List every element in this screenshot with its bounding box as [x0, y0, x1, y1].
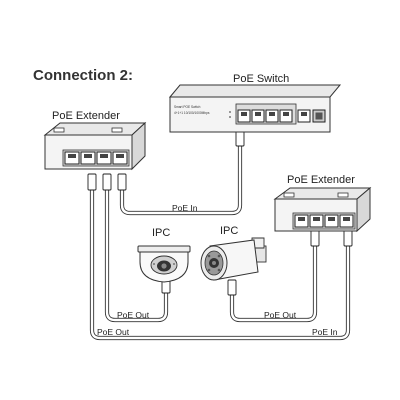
label-poe-switch: PoE Switch: [233, 73, 289, 85]
label-ipc-left: IPC: [152, 227, 170, 239]
poe-switch: Smart POE Switch 4+1+1 10/100/1000Mbps: [168, 84, 342, 133]
cable-poe-out-right: [229, 242, 318, 323]
label-poe-extender-left: PoE Extender: [52, 110, 120, 122]
poe-extender-left: [43, 121, 147, 171]
ipc-dome-camera: [137, 245, 191, 283]
switch-leds: [229, 111, 231, 118]
cable-poe-out-mid: [104, 187, 169, 323]
rj45-plugs: [87, 129, 353, 296]
switch-face-line1: Smart POE Switch: [174, 105, 201, 109]
label-poe-out-mid: PoE Out: [117, 310, 150, 320]
switch-face-line2: 4+1+1 10/100/1000Mbps: [174, 111, 210, 115]
label-poe-in-bottom: PoE In: [312, 327, 338, 337]
cable-poe-in-bottom: [89, 187, 351, 341]
diagram-title: Connection 2:: [33, 67, 133, 84]
label-poe-out-left: PoE Out: [97, 327, 130, 337]
ipc-bullet-camera: [200, 237, 267, 281]
label-poe-in-top: PoE In: [172, 203, 198, 213]
label-ipc-right: IPC: [220, 225, 238, 237]
label-poe-extender-right: PoE Extender: [287, 174, 355, 186]
cable-poe-in-top: [119, 142, 243, 216]
poe-extender-right: [273, 186, 372, 233]
label-poe-out-bottom-right: PoE Out: [264, 310, 297, 320]
switch-poe-ports: [235, 103, 297, 125]
switch-uplink-ports: [297, 109, 326, 123]
